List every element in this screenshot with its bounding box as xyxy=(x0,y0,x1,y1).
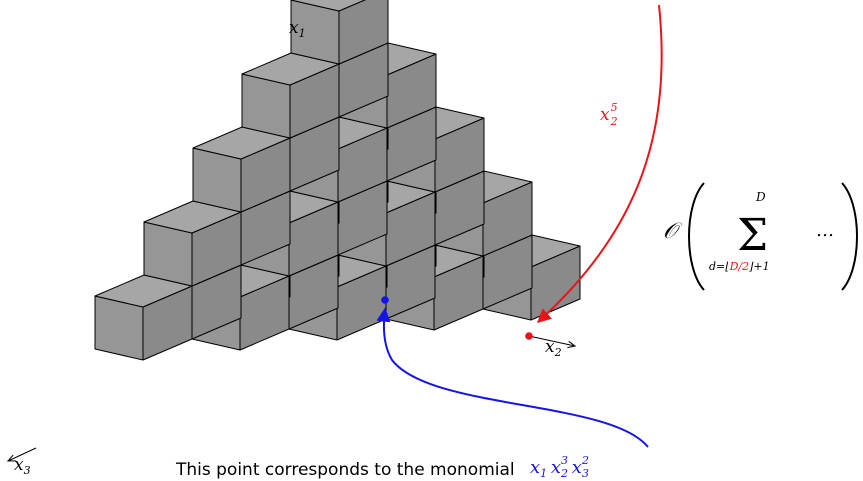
red-point xyxy=(525,332,533,340)
cube-staircase xyxy=(94,0,581,361)
x3-axis-line xyxy=(8,447,37,461)
cube xyxy=(143,200,242,287)
blue-arrow xyxy=(376,307,649,448)
x2-axis-label: x2 xyxy=(545,337,562,359)
big-o-formula: 𝒪 D Σ d=⌊D/2⌋+1 … xyxy=(663,182,858,291)
cube xyxy=(192,126,291,213)
big-o-symbol: 𝒪 xyxy=(663,219,682,244)
ellipsis: … xyxy=(816,220,834,241)
x3-axis-label: x3 xyxy=(14,455,31,477)
cube xyxy=(94,274,193,361)
cube xyxy=(290,0,389,65)
blue-point xyxy=(381,296,389,304)
sum-upper-limit: D xyxy=(755,190,766,204)
left-paren xyxy=(688,182,705,291)
x1-axis-label: x1 xyxy=(289,18,306,40)
right-paren xyxy=(841,182,858,291)
cube-top-face xyxy=(290,0,366,12)
red-arrow xyxy=(536,4,663,323)
sigma: Σ xyxy=(737,210,768,261)
sum-lower-limit: d=⌊D/2⌋+1 xyxy=(709,260,770,273)
x2-axis-line xyxy=(528,335,575,346)
cube xyxy=(241,52,340,139)
caption: This point corresponds to the monomial xyxy=(175,460,515,480)
